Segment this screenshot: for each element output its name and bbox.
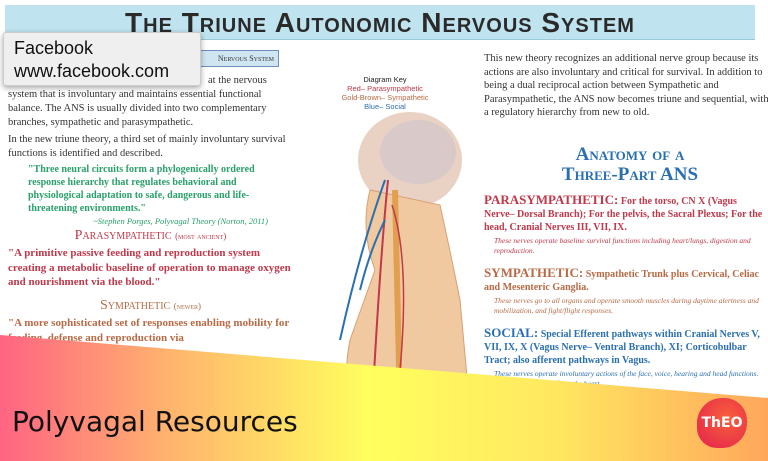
intro-body-2: In the new triune theory, a third set of… [8,134,286,159]
tooltip-title: Facebook [14,38,94,58]
anatomy-title-1: Anatomy of a [575,144,685,165]
key-gold: Gold-Brown– Sympathetic [341,93,429,102]
key-red: Red– Parasympathetic [347,84,423,93]
poster-title: The Triune Autonomic Nervous System [125,7,635,38]
sympathetic-heading: Sympathetic (newer) [8,298,293,314]
section-label: SOCIAL: [484,325,539,340]
section-note: These nerves operate baseline survival f… [494,236,751,255]
section-label-box: Nervous System [195,50,279,67]
intro-text: at the nervous system that is involuntar… [8,74,288,161]
heading-text: Sympathetic [99,298,171,313]
right-intro: This new theory recognizes an additional… [484,53,768,118]
diagram-key: Diagram Key Red– Parasympathetic Gold-Br… [330,75,440,111]
brain-shape [380,120,456,184]
quote-text: "Three neural circuits form a phylogenic… [28,164,255,214]
section-sympathetic: SYMPATHETIC: Sympathetic Trunk plus Cerv… [484,266,766,315]
key-title: Diagram Key [363,75,407,84]
parasympathetic-heading: Parasympathetic (most ancient) [8,228,293,244]
heading-note: (newer) [173,301,202,311]
section-label: SYMPATHETIC: [484,265,584,280]
social-nerve [339,179,386,341]
section-text: Special Efferent pathways within Cranial… [484,329,760,366]
heading-text: Parasympathetic [74,228,172,243]
anatomy-illustration [339,112,471,410]
banner-title: Polyvagal Resources [12,405,298,438]
heading-note: (most ancient) [175,231,227,241]
porges-quote: "Three neural circuits form a phylogenic… [28,163,268,228]
tooltip-url[interactable]: www.facebook.com [14,61,170,81]
key-blue: Blue– Social [364,102,406,111]
quote-citation: ~Stephen Porges, Polyvagal Theory (Norto… [93,216,268,226]
theo-logo[interactable]: ThEO [697,398,747,448]
link-tooltip: Facebook www.facebook.com [3,32,201,86]
parasympathetic-text: "A primitive passive feeding and reprodu… [8,247,291,288]
intro-body: system that is involuntary and maintains… [8,89,267,128]
parasympathetic-nerve [391,204,405,371]
section-text: For the torso, CN X (Vagus Nerve– Dorsal… [484,196,763,233]
anatomy-title-2: Three-Part ANS [561,164,699,185]
section-text: Sympathetic Trunk plus Cervical, Celiac … [484,269,759,293]
section-note: These nerves go to all organs and operat… [494,296,759,315]
intro-tail: at the nervous [208,75,267,86]
section-parasympathetic: PARASYMPATHETIC: For the torso, CN X (Va… [484,193,766,255]
section-label: PARASYMPATHETIC: [484,192,619,207]
